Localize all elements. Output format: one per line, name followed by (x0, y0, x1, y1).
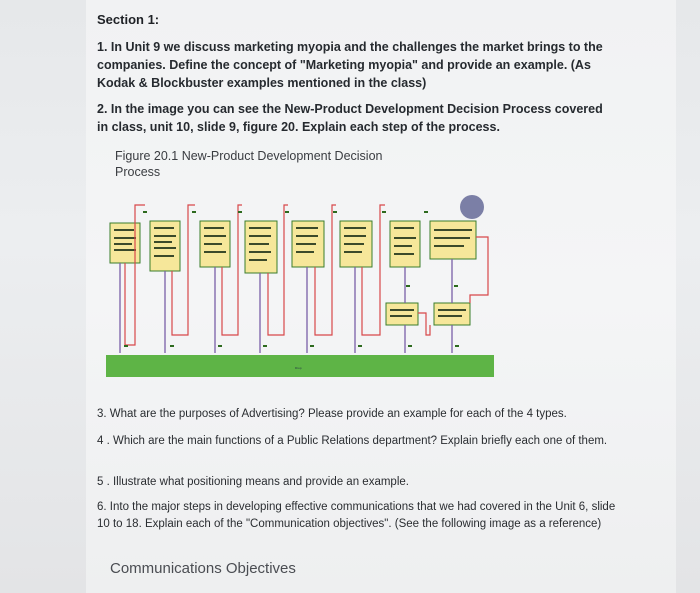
question-2: 2. In the image you can see the New-Prod… (97, 102, 603, 134)
no-markers (124, 345, 459, 347)
future-circle (460, 195, 484, 219)
question-6: 6. Into the major steps in developing ef… (97, 501, 616, 530)
question-5: 5 . Illustrate what positioning means an… (97, 476, 409, 488)
question-box-b (433, 302, 471, 326)
drop-label: Drop (295, 366, 302, 370)
communications-objectives-heading: Communications Objectives (110, 560, 296, 577)
question-3: 3. What are the purposes of Advertising?… (97, 408, 567, 420)
drop-bar (106, 355, 494, 377)
step-box-4 (244, 220, 278, 274)
step-box-8 (429, 220, 477, 260)
question-1: 1. In Unit 9 we discuss marketing myopia… (97, 40, 603, 90)
question-box-a (385, 302, 419, 326)
step-boxes (109, 195, 484, 326)
document-page (86, 0, 676, 593)
step-box-2 (149, 220, 181, 272)
process-diagram: Drop (106, 195, 494, 377)
step-text-marks (114, 227, 472, 317)
yes-markers (143, 211, 458, 287)
feedback-lines (124, 204, 489, 346)
figure-title: Figure 20.1 New-Product Development Deci… (115, 149, 383, 179)
connector-lines (119, 259, 453, 353)
question-4: 4 . Which are the main functions of a Pu… (97, 435, 608, 447)
section-title: Section 1: (97, 12, 160, 27)
